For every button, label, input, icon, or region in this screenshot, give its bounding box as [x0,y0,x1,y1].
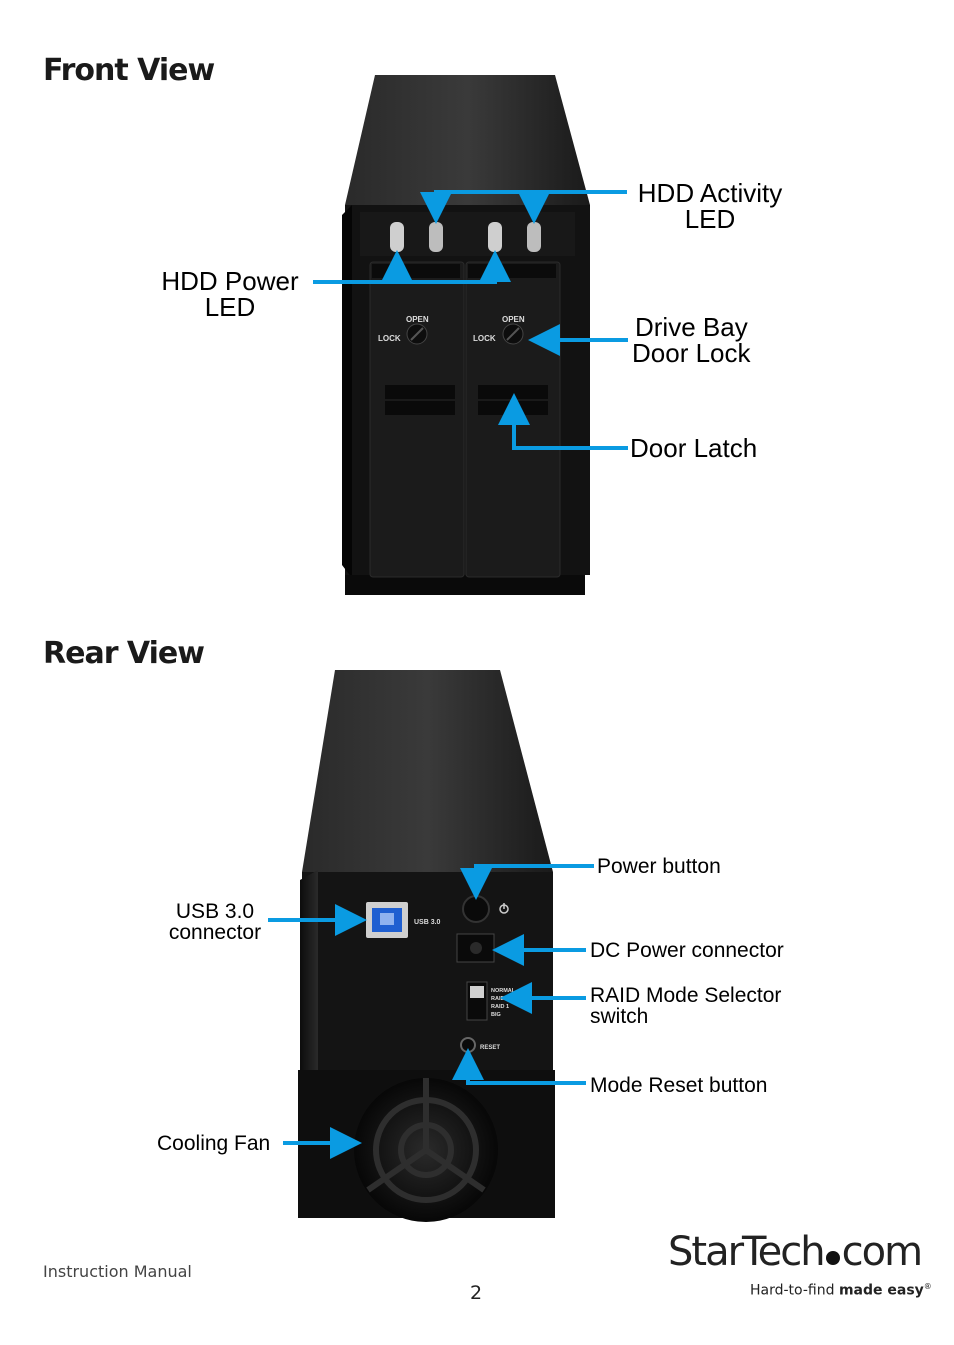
hdd-power-led-1 [390,222,404,252]
logo-dot [825,1251,840,1265]
tagline-part1: Hard-to-find [750,1282,839,1299]
open-text-left: OPEN [406,315,429,324]
hdd-activity-led-1 [429,222,443,252]
door-latch-label: Door Latch [630,433,758,463]
big-text: BIG [491,1012,501,1018]
power-button [462,895,490,923]
front-view-heading: Front View [43,53,215,88]
rear-view-heading: Rear View [43,636,205,671]
normal-text: NORMAL [491,988,516,994]
startech-logo: StarTech com Hard-to-find made easy® [668,1229,932,1302]
cooling-fan-label: Cooling Fan [157,1132,271,1155]
tagline-part2: made easy [838,1282,924,1299]
hdd-activity-led-2 [527,222,541,252]
logo-tagline: Hard-to-find made easy® [750,1282,932,1299]
hdd-activity-label-line1: HDD Activity [637,178,783,208]
drive-bay-door-lock-label: Drive Bay Door Lock [632,314,792,366]
dc-power-label: DC Power connector [590,939,784,962]
usb-label-line1: USB 3.0 [175,900,255,923]
raid-label-line2: switch [590,1005,649,1028]
power-button-label: Power button [597,855,721,878]
raid-mode-label: RAID Mode Selector switch [590,985,781,1027]
usb-label-line2: connector [168,921,262,944]
page-number: 2 [470,1282,483,1304]
front-leds [390,222,541,252]
hdd-power-led-2 [488,222,502,252]
logo-brand-part1: StarTech [668,1229,826,1275]
registered-mark: ® [923,1282,932,1291]
instruction-manual-text: Instruction Manual [43,1262,192,1281]
rear-device-photo [298,670,555,1222]
hdd-power-label-line1: HDD Power [161,266,299,296]
raid-label-line1: RAID Mode Selector [590,984,782,1007]
reset-device-text: RESET [480,1045,500,1051]
open-text-right: OPEN [502,315,525,324]
reset-button [460,1037,476,1053]
mode-reset-label: Mode Reset button [590,1074,768,1097]
lock-text-left: LOCK [378,334,401,343]
raid0-text: RAID 0 [491,996,509,1002]
usb-device-text: USB 3.0 [414,919,441,926]
lock-text-right: LOCK [473,334,496,343]
front-arrows [313,190,628,450]
drive-bay-label-line1: Drive Bay [635,312,748,342]
logo-brand-part2: com [841,1229,923,1275]
hdd-power-label-line2: LED [204,292,256,322]
drive-bay-label-line2: Door Lock [632,338,751,368]
hdd-activity-label-line2: LED [684,204,736,234]
hdd-activity-label: HDD Activity LED [630,180,790,232]
usb-connector-label: USB 3.0 connector [156,901,274,943]
hdd-power-label: HDD Power LED [150,268,310,320]
logo-wordmark: StarTech com [668,1229,923,1275]
rear-arrows [268,864,594,1159]
raid1-text: RAID 1 [491,1004,509,1010]
